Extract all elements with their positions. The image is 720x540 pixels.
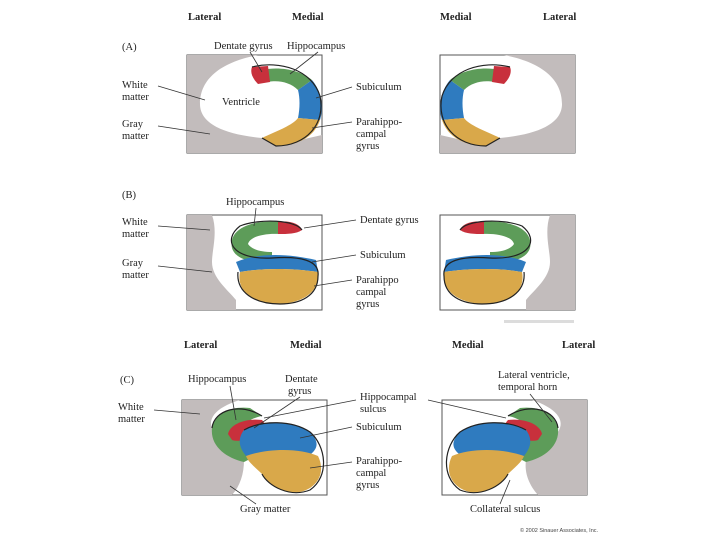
panel-a-gray-matter-label-2: matter [122, 131, 149, 142]
panel-c-header-medial: Medial [290, 340, 322, 351]
panel-c-hippocampal-sulcus-label-1: Hippocampal [360, 392, 417, 403]
panel-c-left-subiculum [239, 422, 317, 456]
panel-c-parahippo-label-2: campal [356, 468, 386, 479]
panel-a-left-hippocampus [262, 68, 312, 90]
copyright-notice: © 2002 Sinauer Associates, Inc. [520, 527, 599, 534]
panel-a-hippocampus-label: Hippocampus [287, 41, 345, 52]
panel-c-white-matter-label-1: White [118, 402, 144, 413]
panel-a-header-lateral: Lateral [188, 12, 221, 23]
panel-b-parahippo-label-1: Parahippo [356, 275, 399, 286]
panel-a-right-dentate [492, 66, 511, 84]
panel-a-header-medial-right: Medial [440, 12, 472, 23]
panel-b-left-subiculum [236, 255, 318, 272]
panel-a-left-parahippocampal [262, 118, 320, 146]
panel-b: (B) Hippocampus White matter Dentate gyr… [122, 190, 576, 323]
panel-c-right-gray-matter [525, 400, 587, 495]
panel-c-hippocampal-sulcus-label-2: sulcus [360, 404, 386, 415]
panel-a-left-gray-matter [187, 55, 322, 153]
panel-b-tag: (B) [122, 190, 137, 201]
panel-c-dentate-label-2: gyrus [288, 386, 311, 397]
panel-a-left-dentate [251, 66, 270, 84]
panel-b-subiculum-label: Subiculum [360, 250, 406, 261]
panel-b-white-matter-label-2: matter [122, 229, 149, 240]
panel-a-gray-matter-label-1: Gray [122, 119, 144, 130]
panel-a: Lateral Medial Medial Lateral (A) Dentat… [122, 12, 576, 154]
panel-b-white-matter-label-1: White [122, 217, 148, 228]
panel-a-parahippo-label-2: campal [356, 129, 386, 140]
panel-c-parahippo-label-1: Parahippo- [356, 456, 403, 467]
panel-b-right-gray-matter [526, 215, 575, 310]
panel-c-left-parahippocampal [246, 450, 322, 493]
panel-c-white-matter-label-2: matter [118, 414, 145, 425]
panel-c-lateral-ventricle-label-1: Lateral ventricle, [498, 370, 570, 381]
panel-a-right-subiculum [440, 80, 464, 120]
panel-a-subiculum-label: Subiculum [356, 82, 402, 93]
panel-a-right-gray-matter [440, 55, 575, 153]
panel-c-right-parahippocampal [448, 450, 524, 493]
panel-c-parahippo-label-3: gyrus [356, 480, 379, 491]
panel-a-header-lateral-right: Lateral [543, 12, 576, 23]
panel-b-left-hippocampus [231, 221, 280, 263]
panel-a-right-parahippocampal [442, 118, 500, 146]
panel-b-parahippo-label-2: campal [356, 287, 386, 298]
panel-c-tag: (C) [120, 375, 135, 386]
panel-c-left-gray-matter [182, 400, 244, 495]
panel-a-tag: (A) [122, 42, 137, 53]
panel-c-hippocampus-label: Hippocampus [188, 374, 246, 385]
panel-b-right-hippocampus [482, 221, 531, 263]
panel-a-parahippo-label-1: Parahippo- [356, 117, 403, 128]
panel-c-dentate-label-1: Dentate [285, 374, 318, 385]
panel-b-gray-matter-label-1: Gray [122, 258, 144, 269]
panel-b-parahippo-label-3: gyrus [356, 299, 379, 310]
panel-b-gray-matter-label-2: matter [122, 270, 149, 281]
panel-c-collateral-sulcus-label: Collateral sulcus [470, 504, 540, 515]
panel-b-right-parahippocampal [443, 269, 523, 304]
panel-b-hippocampus-label: Hippocampus [226, 197, 284, 208]
panel-c-lateral-ventricle-label-2: temporal horn [498, 382, 558, 393]
panel-a-right-hippocampus [450, 68, 500, 90]
panel-c: Lateral Medial Medial Lateral (C) Hippoc… [118, 340, 599, 534]
panel-b-left-parahippocampal [239, 269, 319, 304]
panel-a-left-subiculum [298, 80, 322, 120]
panel-c-right-subiculum [453, 422, 531, 456]
panel-c-header-lateral-right: Lateral [562, 340, 595, 351]
panel-c-subiculum-label: Subiculum [356, 422, 402, 433]
panel-b-right-subiculum [444, 255, 526, 272]
panel-a-white-matter-label-1: White [122, 80, 148, 91]
panel-a-white-matter-label-2: matter [122, 92, 149, 103]
panel-c-gray-matter-label: Gray matter [240, 504, 291, 515]
panel-b-left-gray-matter [187, 215, 236, 310]
panel-c-header-lateral: Lateral [184, 340, 217, 351]
panel-b-dentate-label: Dentate gyrus [360, 215, 419, 226]
panel-a-header-medial: Medial [292, 12, 324, 23]
panel-a-dentate-label: Dentate gyrus [214, 41, 273, 52]
panel-a-ventricle-label: Ventricle [222, 97, 260, 108]
panel-a-parahippo-label-3: gyrus [356, 141, 379, 152]
panel-c-header-medial-right: Medial [452, 340, 484, 351]
